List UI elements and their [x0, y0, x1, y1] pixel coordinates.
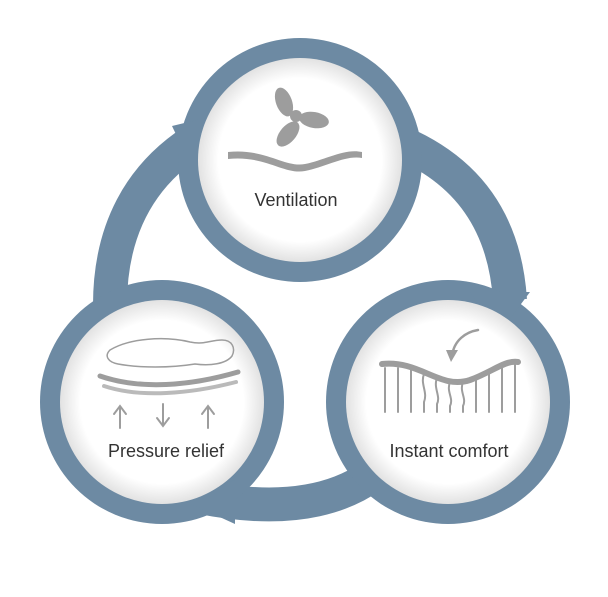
node-circle-pressure-relief	[60, 300, 264, 504]
node-label-pressure-relief: Pressure relief	[108, 441, 225, 461]
springs-under-surface-icon	[379, 328, 521, 413]
body-on-mattress-icon	[97, 338, 241, 429]
arrowhead-to-instant-comfort	[470, 292, 530, 332]
node-label-ventilation: Ventilation	[254, 190, 337, 210]
arrowhead-to-pressure-relief	[178, 480, 235, 524]
fan-over-wavy-surface-icon	[228, 87, 362, 172]
edge-pressure-relief-to-ventilation	[93, 125, 205, 306]
node-circle-instant-comfort	[346, 300, 550, 504]
node-label-instant-comfort: Instant comfort	[389, 441, 508, 461]
node-circle-ventilation	[198, 58, 402, 262]
